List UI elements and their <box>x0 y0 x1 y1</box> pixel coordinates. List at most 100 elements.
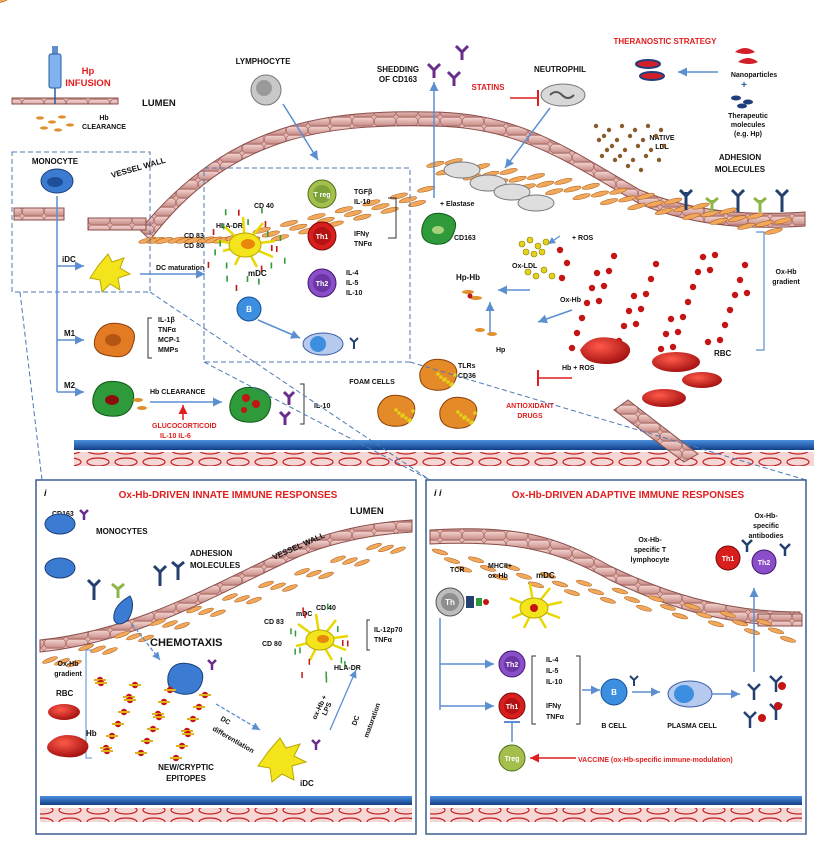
monocytes-i <box>44 509 89 579</box>
smooth-muscle-cell <box>307 213 326 220</box>
smooth-muscle-cell <box>508 175 527 183</box>
epitope-mark <box>129 684 141 686</box>
infusion-label: INFUSION <box>65 78 111 89</box>
surface-marker <box>260 265 263 272</box>
plasma-cell-label: PLASMA CELL <box>667 723 717 730</box>
ox-hb-particle <box>704 338 712 346</box>
lipid-droplet <box>436 372 440 376</box>
smooth-muscle-cell <box>720 611 736 618</box>
smooth-muscle-cell <box>353 213 372 221</box>
specific-th2-label: Th2 <box>758 560 771 567</box>
theranostic-label: THERANOSTIC STRATEGY <box>614 37 718 46</box>
surface-marker <box>235 284 238 291</box>
ox-hb-gradient-i: Ox-Hb <box>58 661 79 668</box>
smooth-muscle-cell <box>728 215 747 223</box>
smooth-muscle-cell <box>174 622 190 630</box>
epitopes-2: EPITOPES <box>166 774 207 783</box>
hb-label: Hb <box>99 115 108 122</box>
lipid-droplet <box>407 419 411 423</box>
specific-th1-cell <box>715 545 741 571</box>
epitope-mark <box>106 735 118 737</box>
ox-hb-particle <box>743 289 751 297</box>
plus-label: + <box>741 80 747 91</box>
smooth-muscle-cell <box>371 203 390 210</box>
surface-marker <box>270 262 273 269</box>
smooth-muscle-cell <box>609 187 628 195</box>
lipid-droplet <box>411 409 415 413</box>
lymphocyte-label: LYMPHOCYTE <box>236 57 291 66</box>
ox-hb-particle <box>741 261 749 269</box>
smooth-muscle-cell <box>344 210 363 217</box>
hp-hb-label: Hp-Hb <box>456 273 480 282</box>
hb-ros-label: Hb + ROS <box>562 365 595 372</box>
dc-differentiation-1: DC <box>219 716 231 727</box>
hla-dr-i-label: HLA-DR <box>334 665 361 672</box>
surface-marker <box>264 221 267 228</box>
nanoparticle-icon <box>635 48 758 81</box>
m1-cyto-2: TNFα <box>158 327 177 334</box>
lumen-i-label: LUMEN <box>350 506 384 517</box>
tcr-label: TCR <box>450 567 464 574</box>
ox-hb-particle <box>558 274 566 282</box>
ox-hb-particle <box>657 345 665 353</box>
cd40-i-label: CD 40 <box>316 605 336 612</box>
ox-hb-particle <box>699 253 707 261</box>
ldl-particle <box>604 147 610 153</box>
vaccine-label: VACCINE (ox-Hb-specific immune-modulatio… <box>578 757 733 764</box>
of-cd163-label: OF CD163 <box>379 75 418 84</box>
tnfa-label: TNFα <box>354 241 373 248</box>
epitope-mark <box>176 745 188 747</box>
surface-marker <box>226 275 228 282</box>
treg-ii-cell <box>498 744 526 772</box>
smooth-muscle-cell <box>330 555 346 563</box>
smooth-muscle-cell <box>612 587 628 595</box>
foam-lipid-droplets <box>394 372 477 425</box>
smooth-muscle-cell <box>210 609 226 617</box>
ox-hb-particle <box>568 344 576 352</box>
m2-macrophage <box>92 380 135 417</box>
surface-marker <box>222 223 225 230</box>
ldl-particle <box>632 127 638 133</box>
th-cell <box>435 587 465 617</box>
specific-t-2: specific T <box>634 547 667 554</box>
surface-marker <box>275 246 278 253</box>
ox-hb-particle <box>736 276 744 284</box>
lipid-droplet <box>466 418 470 422</box>
il4-ii: IL-4 <box>546 657 559 664</box>
smooth-muscle-cell <box>554 178 573 185</box>
elastase-label: + Elastase <box>440 201 475 208</box>
smooth-muscle-cell <box>654 208 673 215</box>
treg-cell <box>307 179 337 209</box>
molecules-i-label: MOLECULES <box>190 561 241 570</box>
epitope-mark <box>101 750 113 752</box>
ox-hb-particle <box>625 307 633 315</box>
lipid-droplet <box>439 375 443 379</box>
ox-ldl-particles <box>518 236 556 280</box>
epitope-mark <box>187 718 199 720</box>
surface-marker <box>225 262 228 269</box>
ox-hb-particle <box>647 275 655 283</box>
smooth-muscle-cell <box>306 569 322 578</box>
mdc-ii-label: mDC <box>536 571 555 580</box>
smooth-muscle-cell <box>246 596 262 605</box>
m1-label: M1 <box>64 329 76 338</box>
ox-hb-particle <box>632 320 640 328</box>
vessel-wall-label: VESSEL WALL <box>110 156 167 180</box>
smooth-muscle-cell <box>696 611 712 619</box>
smooth-muscle-cell <box>581 182 600 190</box>
smooth-muscle-cell <box>528 581 544 589</box>
adventitia-i <box>40 796 412 822</box>
smooth-muscle-cell <box>114 631 130 639</box>
smooth-muscle-cell <box>150 618 166 626</box>
smooth-muscle-cell <box>737 222 756 230</box>
surface-marker <box>326 603 329 610</box>
smooth-muscle-cell <box>764 227 783 235</box>
hp-label: Hp <box>82 66 95 77</box>
ldl-particle <box>625 163 631 169</box>
antioxidant-label: ANTIOXIDANT <box>506 403 555 410</box>
ox-hb-particle <box>674 328 682 336</box>
ldl-particle <box>638 167 644 173</box>
ldl-particle <box>622 147 628 153</box>
surface-marker <box>247 219 249 226</box>
smooth-muscle-cell <box>126 632 142 641</box>
